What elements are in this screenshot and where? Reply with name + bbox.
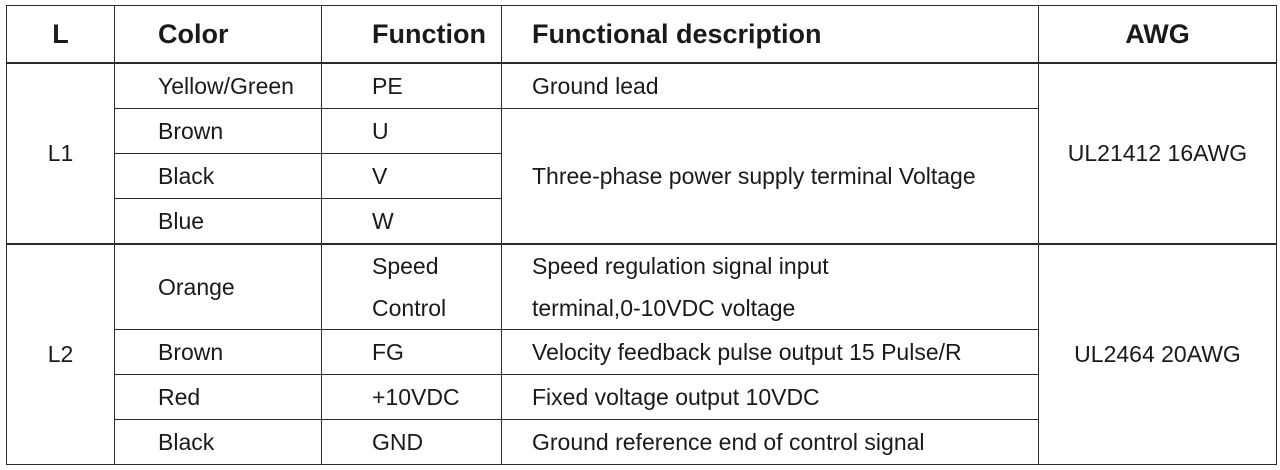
table-row: Black GND Ground reference end of contro… xyxy=(7,419,1277,465)
wiring-table-container: L Color Function Functional description … xyxy=(6,5,1277,465)
wiring-table: L Color Function Functional description … xyxy=(6,5,1277,465)
cell-description: Velocity feedback pulse output 15 Pulse/… xyxy=(501,329,1039,375)
cell-color: Yellow/Green xyxy=(114,62,322,109)
header-function: Function xyxy=(321,5,502,64)
table-row: L1 Yellow/Green PE Ground lead UL21412 1… xyxy=(6,62,1277,245)
table-row: L2 Orange Speed Control Speed regulation… xyxy=(6,243,1277,465)
table-row: Brown U Three-phase power supply termina… xyxy=(7,108,1277,245)
group-label-l1: L1 xyxy=(6,62,115,245)
cell-color: Red xyxy=(114,374,322,420)
cell-function: FG xyxy=(321,329,502,375)
cell-color: Black xyxy=(114,153,322,199)
header-description: Functional description xyxy=(501,5,1039,64)
header-l: L xyxy=(6,5,115,64)
group-label-l2: L2 xyxy=(6,243,115,465)
cell-description: Speed regulation signal input terminal,0… xyxy=(501,243,1039,330)
cell-description-line: terminal,0-10VDC voltage xyxy=(532,295,796,321)
header-color: Color xyxy=(114,5,322,64)
cell-color: Black xyxy=(114,419,322,465)
cell-description: Fixed voltage output 10VDC xyxy=(501,374,1039,420)
cell-function: U xyxy=(321,108,502,154)
cell-function: W xyxy=(321,198,502,245)
cell-color: Brown xyxy=(114,329,322,375)
cell-function: Speed Control xyxy=(321,243,502,330)
table-row: Brown FG Velocity feedback pulse output … xyxy=(7,329,1277,375)
group-awg-l1: UL21412 16AWG xyxy=(1038,62,1277,245)
table-row: Red +10VDC Fixed voltage output 10VDC xyxy=(7,374,1277,420)
group-awg-l2: UL2464 20AWG xyxy=(1038,243,1277,465)
cell-function: GND xyxy=(321,419,502,465)
cell-description-line: Speed regulation signal input xyxy=(532,253,829,279)
cell-function: +10VDC xyxy=(321,374,502,420)
cell-description: Ground reference end of control signal xyxy=(501,419,1039,465)
cell-color: Orange xyxy=(114,243,322,330)
header-awg: AWG xyxy=(1038,5,1277,64)
cell-function: V xyxy=(321,153,502,199)
cell-description-merged: Three-phase power supply terminal Voltag… xyxy=(501,108,1039,245)
table-header-row: L Color Function Functional description … xyxy=(6,5,1277,64)
cell-function: PE xyxy=(321,62,502,109)
cell-color: Brown xyxy=(114,108,322,154)
cell-function-line: Speed xyxy=(372,253,439,279)
table-row: Black V xyxy=(7,153,1277,199)
cell-description: Ground lead xyxy=(501,62,1039,109)
cell-function-line: Control xyxy=(372,295,447,321)
table-row: Blue W xyxy=(7,198,1277,245)
cell-color: Blue xyxy=(114,198,322,245)
